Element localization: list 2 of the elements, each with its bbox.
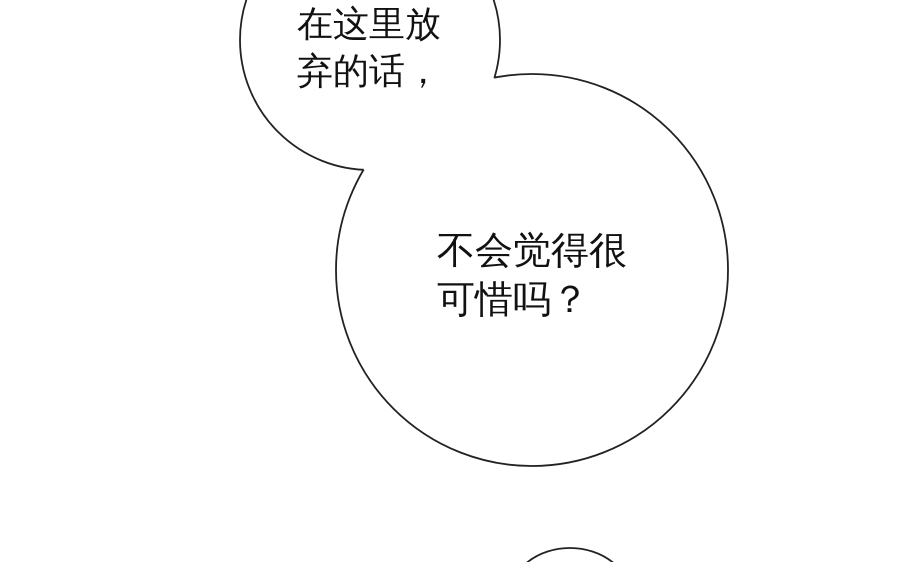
speech-text: 在这里放弃的话， xyxy=(297,3,442,94)
speech-text: 不会觉得很可惜吗？ xyxy=(437,227,628,324)
